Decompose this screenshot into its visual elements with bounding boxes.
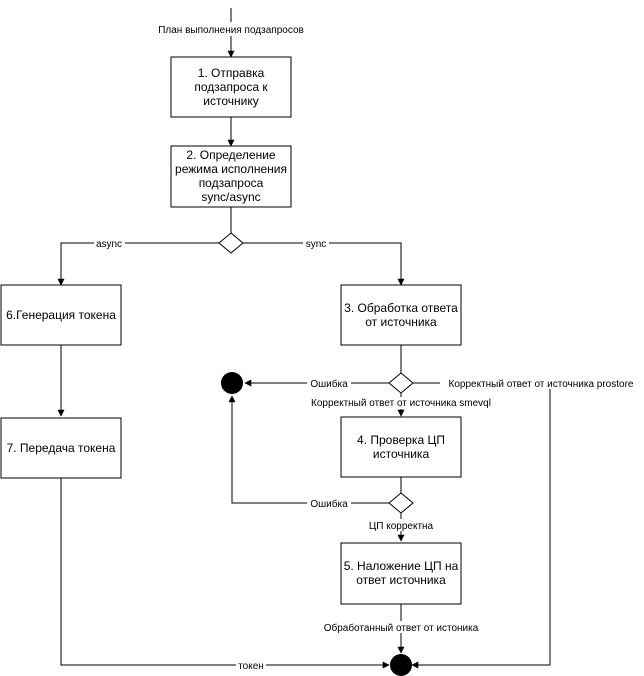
label-sig-ok: ЦП корректна bbox=[369, 521, 434, 532]
final-end bbox=[390, 654, 412, 676]
label-token: токен bbox=[238, 661, 264, 672]
label-error2: Ошибка bbox=[310, 498, 348, 510]
label-processed: Обработанный ответ от истоника bbox=[324, 622, 479, 634]
edge-labels: План выполнения подзапросов async sync О… bbox=[94, 22, 642, 672]
edge-n7-end2 bbox=[60, 478, 390, 669]
node-generate-token: 6.Генерация токена bbox=[0, 284, 122, 346]
label-async: async bbox=[96, 239, 122, 250]
decision-response bbox=[388, 372, 414, 394]
label-sync: sync bbox=[306, 239, 327, 250]
label-async-group: async bbox=[94, 237, 125, 250]
edge-d1-n3 bbox=[243, 242, 405, 286]
decision-mode bbox=[218, 232, 244, 254]
label-error1: Ошибка bbox=[310, 378, 348, 390]
label-correct-smevql-group: Корректный ответ от источника smevql bbox=[303, 397, 499, 409]
label-start: План выполнения подзапросов bbox=[158, 25, 304, 36]
label-correct-prostore: Корректный ответ от источника prostore bbox=[449, 379, 634, 390]
label-sig-ok-group: ЦП корректна bbox=[364, 519, 438, 532]
label-sync-group: sync bbox=[303, 237, 329, 250]
label-error1-group: Ошибка bbox=[307, 377, 351, 390]
node-transfer-token: 7. Передача токена bbox=[0, 417, 122, 479]
edges bbox=[57, 8, 551, 669]
label-correct-prostore-group: Корректный ответ от источника prostore bbox=[440, 377, 642, 390]
decisions bbox=[218, 232, 414, 514]
node-generate-token-text: 6.Генерация токена bbox=[6, 308, 116, 322]
label-processed-group: Обработанный ответ от истоника bbox=[318, 621, 485, 634]
decision-signature bbox=[388, 492, 414, 514]
label-start-group: План выполнения подзапросов bbox=[150, 22, 313, 36]
label-error2-group: Ошибка bbox=[307, 497, 351, 510]
label-token-group: токен bbox=[236, 659, 266, 672]
error-end bbox=[221, 372, 243, 394]
node-transfer-token-text: 7. Передача токена bbox=[7, 441, 116, 455]
label-correct-smevql: Корректный ответ от источника smevql bbox=[311, 398, 491, 409]
edge-d1-n6 bbox=[57, 242, 219, 286]
